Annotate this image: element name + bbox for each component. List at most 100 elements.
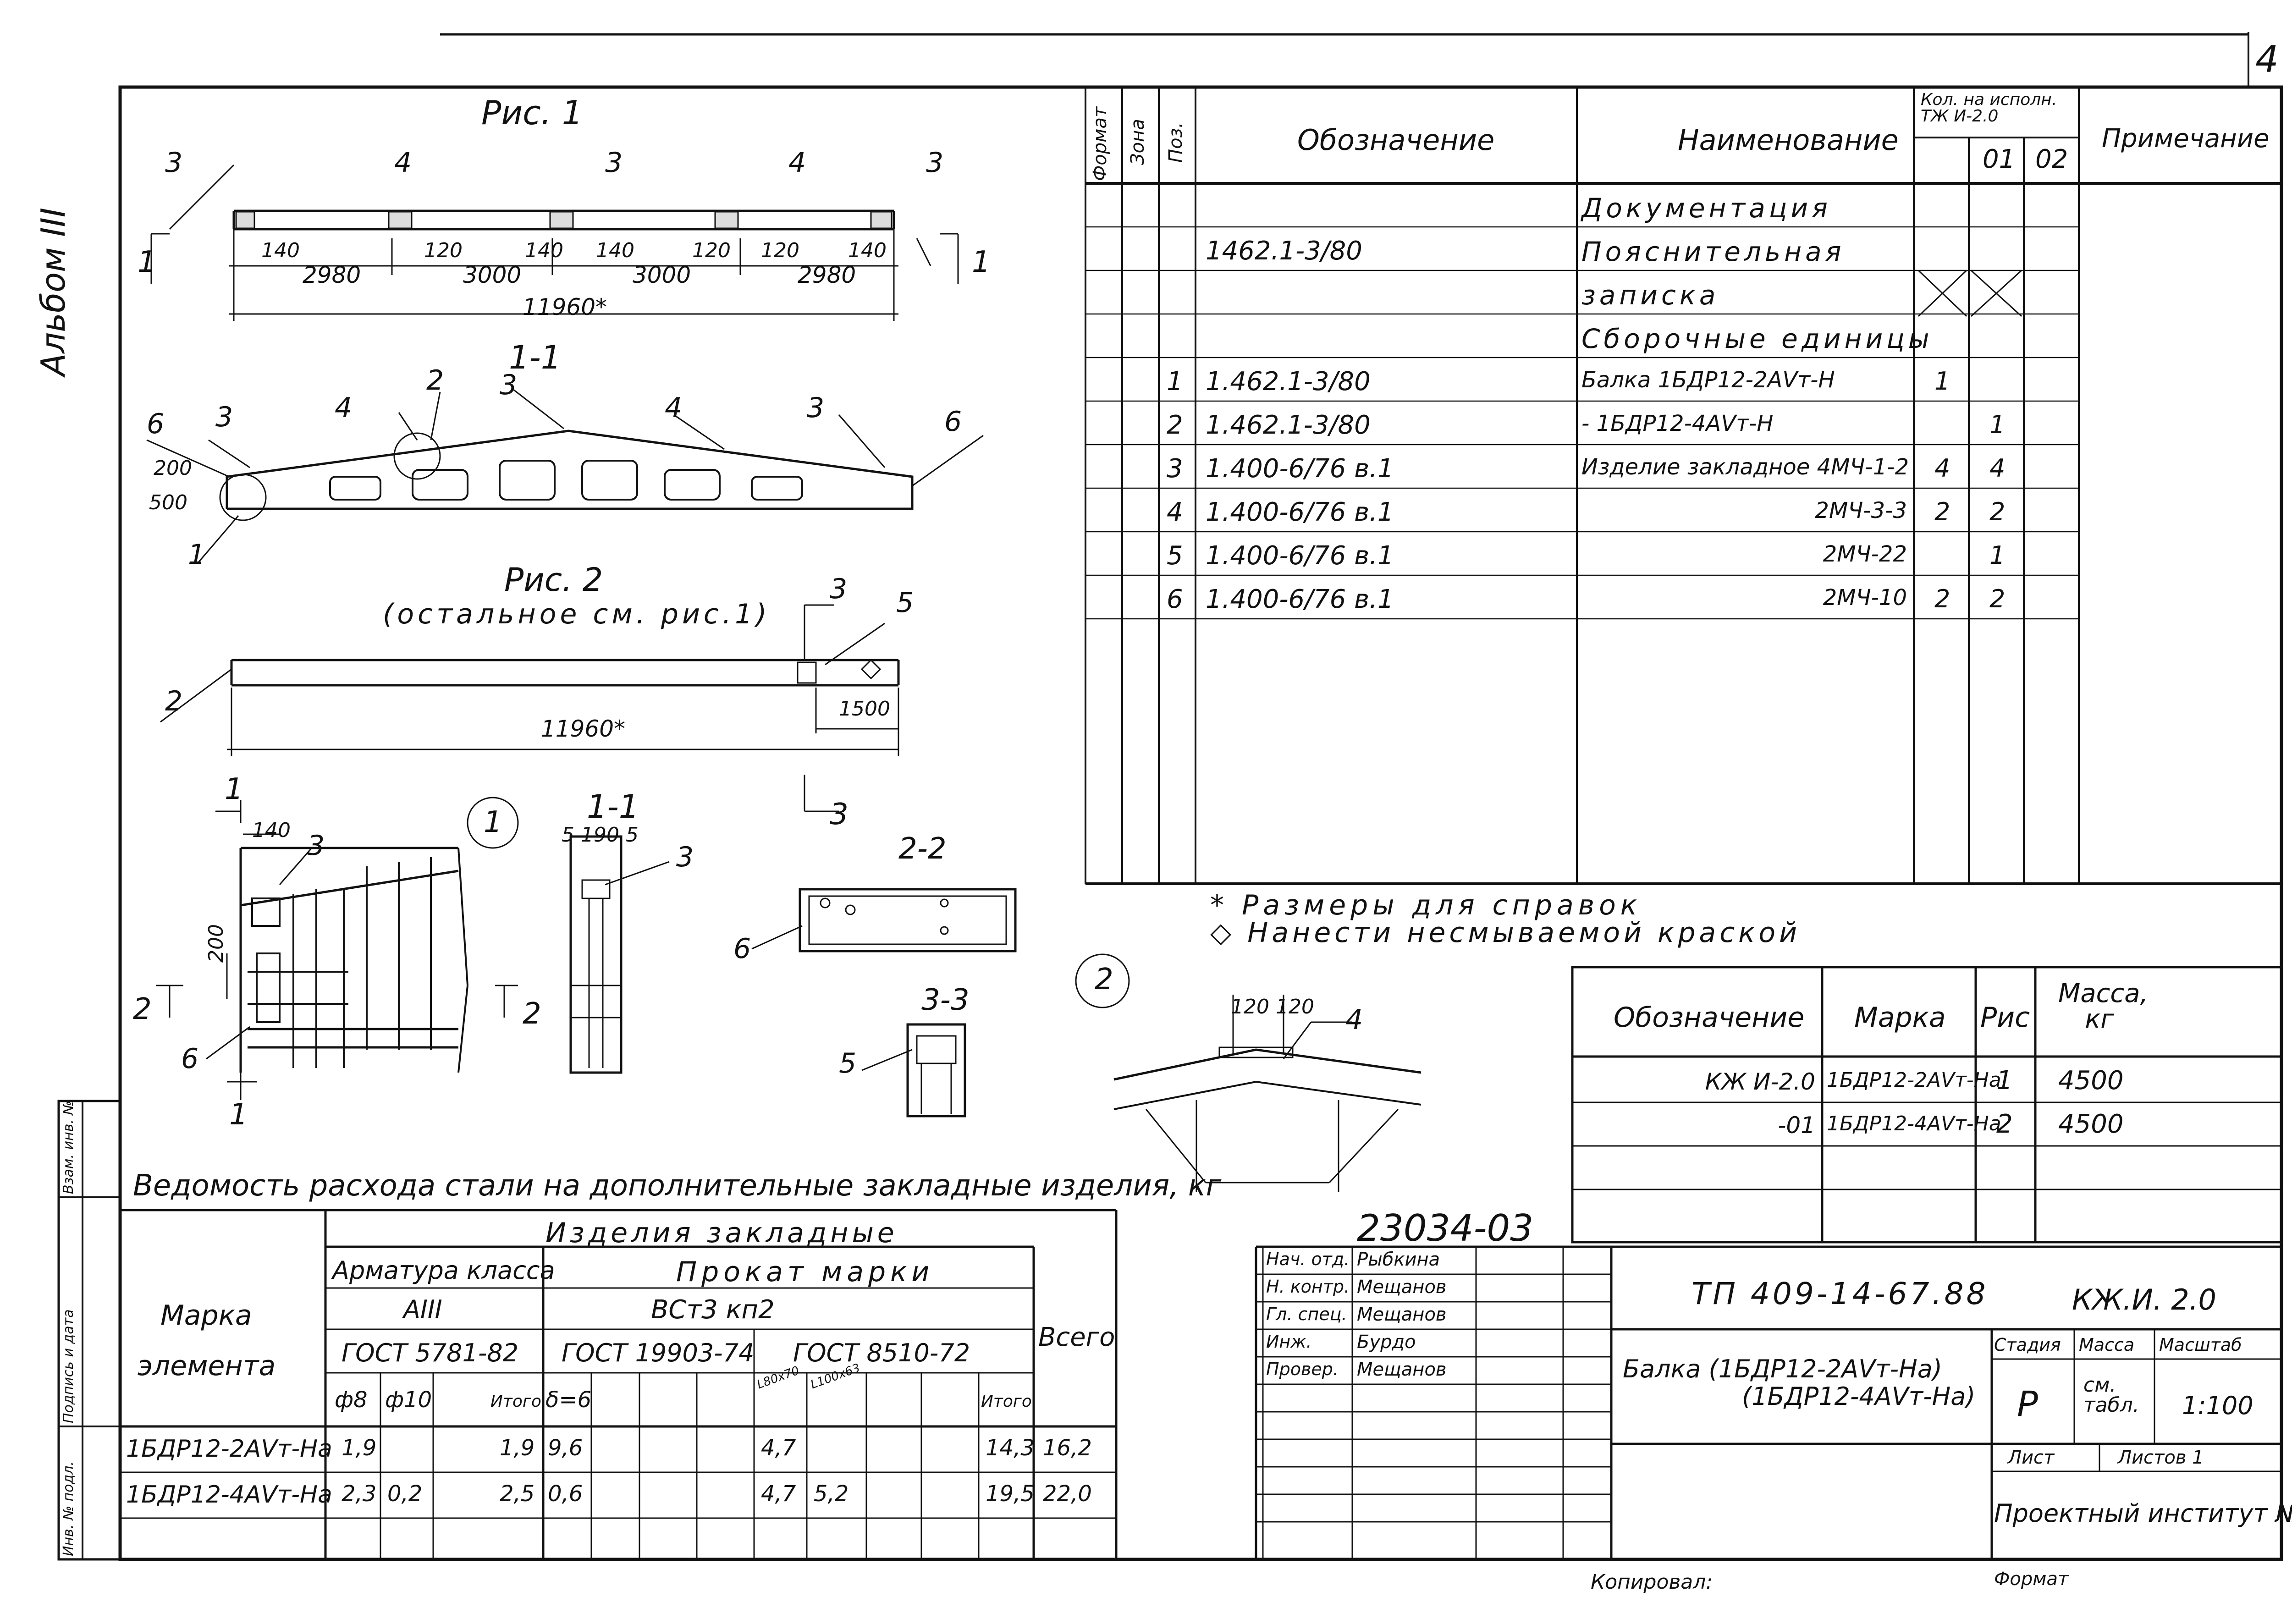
dim: 2980 [798,262,856,288]
marks-cell: 1БДР12-2АVт-На [1827,1068,2001,1092]
spec-cell-q1: 1 [1934,367,1950,396]
fig2-overall: 11960* [541,716,626,742]
spec-cell-name: Изделие закладное 4МЧ-1-2 [1581,454,1909,480]
spec-h-note: Примечание [2102,124,2270,154]
spec-cell-q2: 2 [1989,497,2006,526]
spec-cell-pos: 4 [1167,497,1183,527]
fig1-callout: 3 [165,147,183,179]
album-label: Альбом III [34,207,72,376]
node2-callout: 4 [1345,1004,1363,1036]
sec22-callout: 6 [733,933,751,965]
item-title-1: Балка (1БДР12-2АVт-На) [1623,1354,1942,1383]
marks-cell: 1 [1996,1066,2013,1096]
fig2-subtitle: (остальное см. рис.1) [383,598,771,630]
sheet-number: 4 [2255,38,2279,81]
sec11-label: 1-1 [587,788,639,826]
elev-callout: 6 [944,406,962,438]
note-reference-sizes: * Размеры для справок [1210,889,1642,921]
spec-h-qty-02: 02 [2035,144,2068,174]
node1-label: 1 [484,805,502,839]
mass-header: Масса [2079,1335,2135,1355]
spec-cell-des: 1.400-6/76 в.1 [1206,541,1394,571]
stamp-vzam-inv: Взам. инв. № [61,1101,77,1194]
marks-h-mass: Масса, кг [2058,979,2149,1034]
signature-role: Нач. отд. [1266,1249,1350,1269]
spec-cell-des: 1.400-6/76 в.1 [1206,497,1394,527]
signature-role: Н. контр. [1266,1277,1350,1297]
elev-callout-1: 1 [188,539,206,571]
spec-cell-name: записка [1581,280,1719,311]
marks-cell: 4500 [2058,1066,2124,1096]
steel-h-elem: элемента [138,1350,276,1382]
fig1-callout: 3 [926,147,944,179]
fig2-section-mark: 3 [830,798,848,831]
format-label: Формат [1994,1569,2069,1590]
sec22-label: 2-2 [898,832,947,866]
elev-dim: 200 [154,457,192,480]
spec-cell-des: 1.400-6/76 в.1 [1206,584,1394,614]
steel-sub: ф8 [335,1387,368,1413]
steel-title: Ведомость расхода стали на дополнительны… [133,1169,1222,1203]
steel-cell-it2: 14,3 [986,1435,1035,1461]
steel-cell-f10: 0,2 [387,1481,423,1507]
doc-code-2: КЖ.И. 2.0 [2072,1283,2216,1316]
spec-cell-pos: 3 [1167,454,1183,484]
dim: 3000 [463,262,522,288]
doc-number: 23034-03 [1357,1207,1534,1250]
steel-h-items: Изделия закладные [545,1217,898,1249]
elev-callout: 4 [665,392,683,424]
note-paint-text: Нанести несмываемой краской [1247,917,1801,949]
steel-cell-it1: 1,9 [500,1435,535,1461]
node1-dim-200: 200 [204,924,228,963]
fig2-callout-3: 3 [830,573,848,605]
marks-cell: КЖ И-2.0 [1705,1068,1815,1095]
section-mark-1: 1 [138,245,156,279]
spec-cell-q1: 2 [1934,497,1950,526]
elev-callout: 3 [500,369,518,401]
steel-h-aiii: АIII [403,1295,442,1324]
node1-callout-6: 6 [181,1043,199,1075]
fig2-callout-5: 5 [896,587,914,619]
sec11-dims: 5 190 5 [562,823,639,847]
doc-code: ТП 409-14-67.88 [1691,1276,1989,1311]
spec-cell-des: 1.462.1-3/80 [1206,410,1371,440]
spec-h-name: Наименование [1678,123,1899,157]
dim: 120 [424,239,463,262]
item-title-2: (1БДР12-4АVт-На) [1742,1382,1976,1411]
marks-cell: -01 [1778,1112,1815,1139]
signature-name: Мещанов [1357,1359,1447,1380]
spec-h-designation: Обозначение [1297,123,1495,157]
steel-cell-all: 16,2 [1043,1435,1092,1461]
marks-h-designation: Обозначение [1614,1002,1805,1034]
marks-h-mark: Марка [1854,1002,1946,1034]
spec-cell-name: Сборочные единицы [1581,323,1933,354]
steel-cell-all: 22,0 [1043,1481,1092,1507]
dim: 3000 [633,262,691,288]
elev-callout: 6 [147,408,165,440]
marks-h-fig: Рис [1980,1002,2030,1034]
signature-role: Гл. спец. [1266,1304,1347,1324]
spec-cell-des: 1462.1-3/80 [1206,236,1362,266]
dim: 140 [525,239,563,262]
org-name: Проектный институт №2 [1994,1499,2292,1528]
steel-h-gost2: ГОСТ 19903-74 [562,1338,755,1367]
steel-h-gost3: ГОСТ 8510-72 [793,1338,970,1367]
node1-dim: 140 [252,819,291,842]
signature-name: Бурдо [1357,1332,1416,1353]
sec33-label: 3-3 [921,983,970,1017]
sec11-mark: 2 [523,997,541,1031]
elev-dim: 500 [149,491,187,514]
node1-callout-3: 3 [307,830,325,862]
node1-mark-2: 2 [133,992,152,1026]
spec-cell-q2: 4 [1989,454,2006,483]
spec-cell-name: 2МЧ-10 [1823,585,1907,611]
fig2-dim-1500: 1500 [839,697,890,721]
spec-cell-des: 1.400-6/76 в.1 [1206,454,1394,484]
stamp-sign-date: Подпись и дата [61,1309,77,1424]
signature-role: Инж. [1266,1332,1312,1352]
spec-h-format: Формат [1090,106,1111,181]
dim: 140 [261,239,300,262]
node1-mark-1-top: 1 [225,772,243,806]
steel-cell-mark: 1БДР12-2АVт-На [126,1435,332,1463]
spec-h-qty-01: 01 [1983,144,2016,174]
